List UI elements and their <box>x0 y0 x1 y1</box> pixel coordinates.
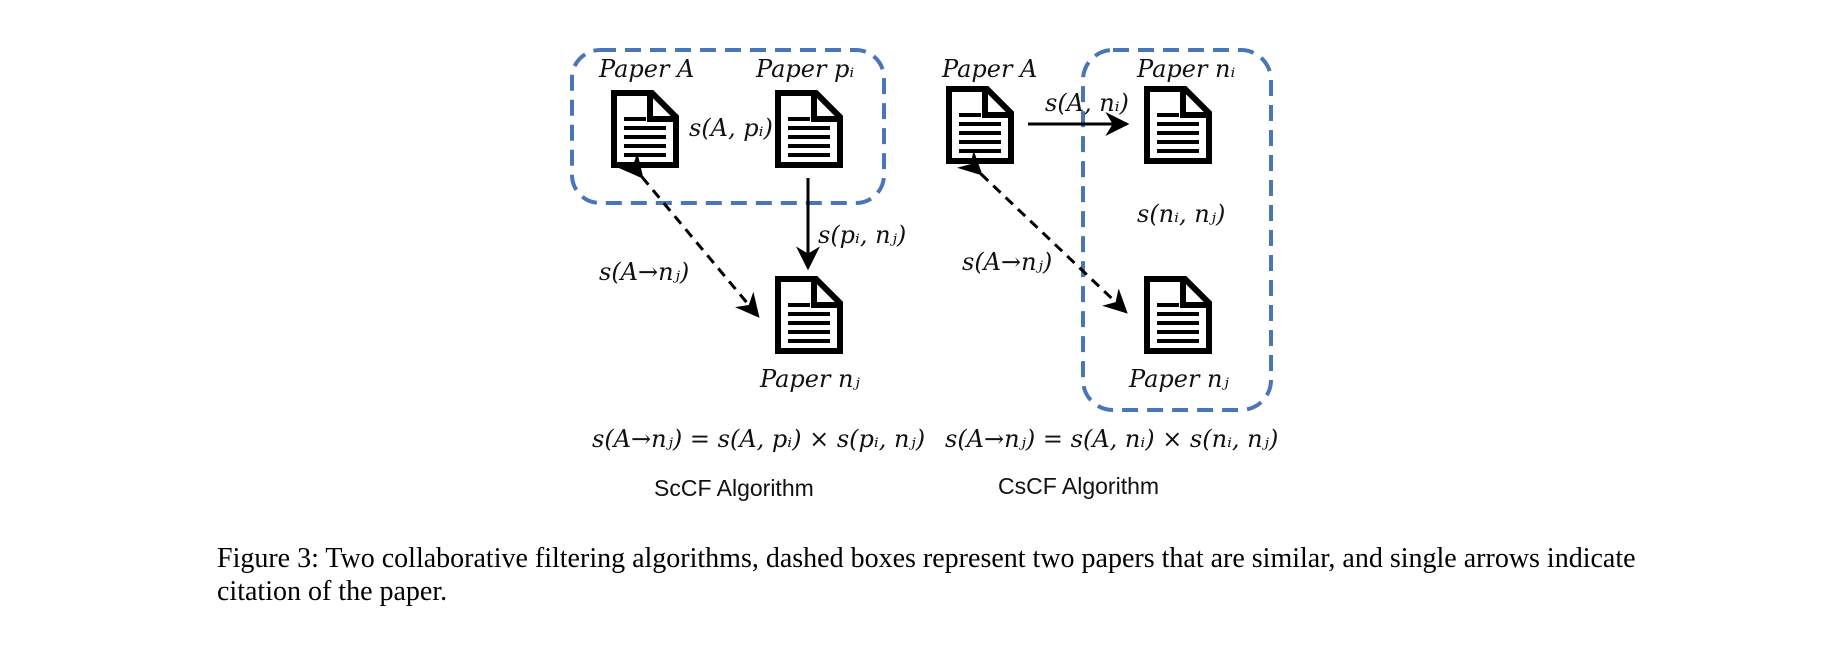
document-icon <box>949 89 1011 161</box>
document-icon <box>1147 279 1209 351</box>
document-icon <box>614 93 676 165</box>
cscf-formula: s(A→nⱼ) = s(A, nᵢ) × s(nᵢ, nⱼ) <box>945 425 1278 453</box>
document-icon <box>778 93 840 165</box>
edge-label-a-ni: s(A, nᵢ) <box>1045 89 1129 117</box>
similar-papers-dashed-box <box>1081 48 1273 412</box>
paper-nj-label: Paper nⱼ <box>1128 365 1230 393</box>
sccf-formula: s(A→nⱼ) = s(A, pᵢ) × s(pᵢ, nⱼ) <box>592 425 925 453</box>
inferred-dashed-arrow <box>618 152 760 318</box>
paper-a-label: Paper A <box>941 55 1037 83</box>
edge-label-a-nj: s(A→nⱼ) <box>962 248 1052 276</box>
cscf-algorithm-label: CsCF Algorithm <box>998 473 1159 499</box>
edge-label-a-nj: s(A→nⱼ) <box>599 258 689 286</box>
paper-pi-label: Paper pᵢ <box>755 55 854 83</box>
sccf-algorithm-label: ScCF Algorithm <box>654 475 814 501</box>
paper-ni-label: Paper nᵢ <box>1136 55 1236 83</box>
diagram: Paper A Paper pᵢ s(A, pᵢ) s(pᵢ, nⱼ) s(A→… <box>570 48 1278 501</box>
similar-papers-dashed-box <box>570 48 886 205</box>
inferred-dashed-arrow <box>957 150 1128 314</box>
document-icon <box>1147 89 1209 161</box>
figure-caption: Figure 3: Two collaborative filtering al… <box>217 543 1636 607</box>
edge-label-ni-nj: s(nᵢ, nⱼ) <box>1137 200 1225 228</box>
edge-label-pi-nj: s(pᵢ, nⱼ) <box>818 221 906 249</box>
paper-a-label: Paper A <box>598 55 694 83</box>
edge-label-a-pi: s(A, pᵢ) <box>689 114 773 142</box>
document-icon <box>778 279 840 351</box>
paper-nj-label: Paper nⱼ <box>759 365 861 393</box>
